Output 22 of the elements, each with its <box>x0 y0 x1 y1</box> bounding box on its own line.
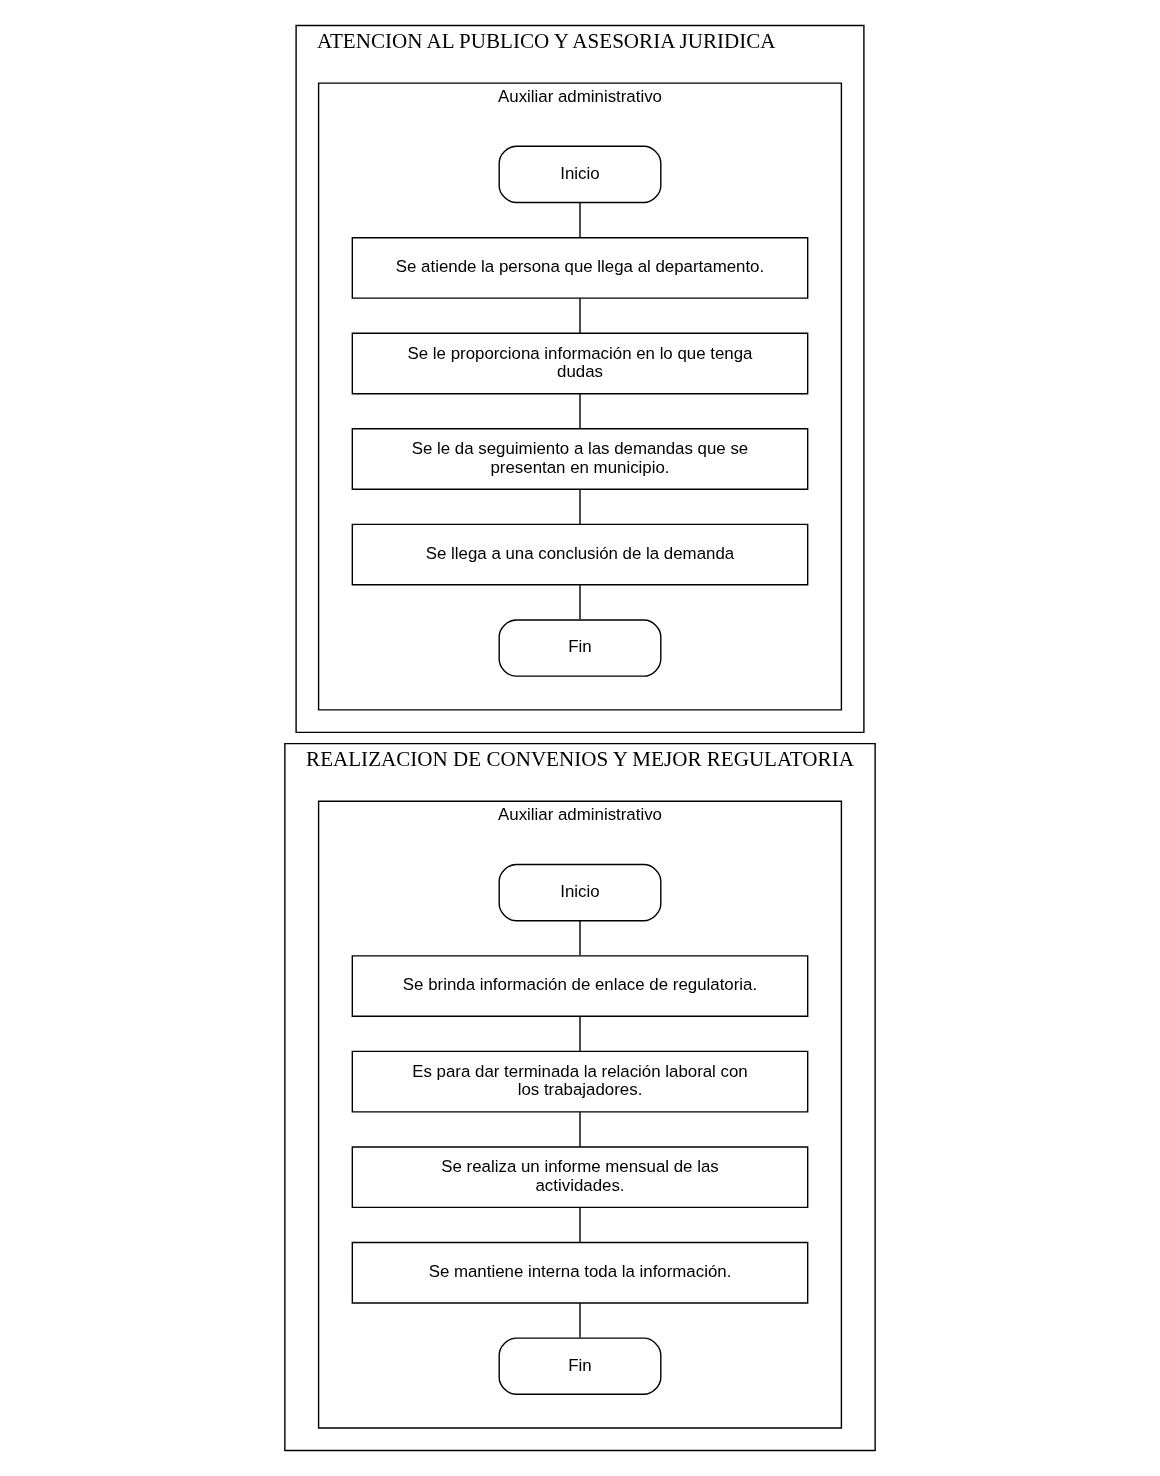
node-box: Inicio <box>498 863 662 922</box>
node-box: Fin <box>498 1337 662 1396</box>
node-box: Se le proporciona información en lo que tenga dudas <box>351 332 809 395</box>
connector <box>579 920 581 956</box>
node-box: Inicio <box>498 145 662 204</box>
connector <box>579 1302 581 1339</box>
connector <box>579 297 581 334</box>
node-box: Es para dar terminada la relación laboral con los trabajadores. <box>351 1050 809 1113</box>
connector <box>579 1111 581 1148</box>
node-box: Se mantiene interna toda la información. <box>351 1241 809 1304</box>
node-box: Se realiza un informe mensual de las actividades. <box>351 1146 809 1209</box>
node-box: Se brinda información de enlace de regulatoria. <box>351 955 809 1017</box>
connector <box>579 1015 581 1052</box>
node-box: Fin <box>498 619 662 677</box>
connector <box>579 1206 581 1243</box>
node-box: Se llega a una conclusión de la demanda <box>351 523 809 586</box>
node-box: Se le da seguimiento a las demandas que se presentan en municipio. <box>351 428 809 490</box>
connector <box>579 201 581 238</box>
connector <box>579 488 581 525</box>
node-box: Se atiende la persona que llega al departamento. <box>351 236 809 299</box>
connector <box>579 584 581 621</box>
connector <box>579 393 581 430</box>
